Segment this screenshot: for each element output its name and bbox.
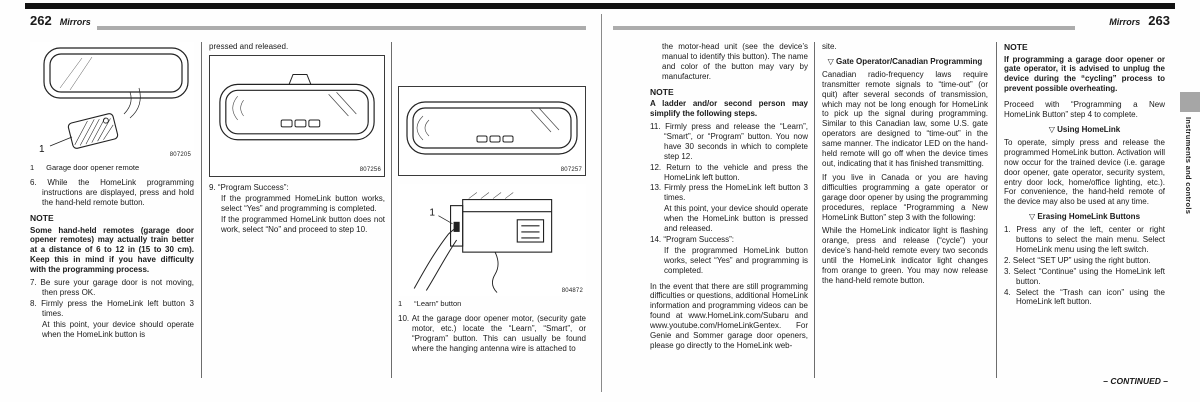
note-heading: NOTE <box>30 213 54 224</box>
page-number-right: 263 <box>1148 13 1170 28</box>
page-gutter-rule <box>601 14 602 392</box>
header-rule-right <box>613 26 1075 30</box>
right-column-1: the motor-head unit (see the device’s ma… <box>650 42 808 352</box>
chapter-tab-marker <box>1180 92 1200 112</box>
paragraph: Proceed with “Programming a New HomeLink… <box>1004 100 1165 120</box>
carryover-text: the motor-head unit (see the device’s ma… <box>662 42 808 81</box>
paragraph: If you live in Canada or you are having … <box>822 172 988 222</box>
chapter-tab-label: Instruments and controls <box>1184 117 1193 215</box>
page-header-left: 262 Mirrors <box>30 13 91 28</box>
left-column-3: 807257 <box>398 42 586 355</box>
column-rule <box>201 42 202 378</box>
step-8-continuation: At this point, your device should operat… <box>42 319 194 339</box>
figure-opener-motor: 1 804872 <box>398 184 586 296</box>
mirror-wide-drawing <box>406 101 578 155</box>
step-13-continuation: At this point, your device should operat… <box>664 204 808 234</box>
step-14-continuation: If the programmed HomeLink button works,… <box>664 245 808 275</box>
figure-code: 807256 <box>359 167 381 174</box>
figure-garage-remote: 1 807205 <box>30 42 194 160</box>
heading-erasing-homelink: ▽ Erasing HomeLink Buttons <box>1028 212 1141 222</box>
header-rule-left <box>97 26 586 30</box>
step-7: 7. Be sure your garage door is not movin… <box>30 278 194 297</box>
mirror-drawing <box>219 73 375 141</box>
left-column-2: pressed and released. <box>209 42 385 235</box>
column-rule <box>996 42 997 378</box>
erase-step-1: 1. Press any of the left, center or righ… <box>1004 225 1165 254</box>
figure-callout-1: 1 <box>429 208 435 219</box>
figure-callout-1: 1 <box>39 144 45 155</box>
note-text: A ladder and/or second person may simpli… <box>650 99 808 119</box>
paragraph: To operate, simply press and release the… <box>1004 137 1165 207</box>
step-10: 10. At the garage door opener motor, (se… <box>398 314 586 354</box>
note-text: Some hand-held remotes (garage door open… <box>30 225 194 275</box>
note-heading: NOTE <box>650 86 674 97</box>
step-9: 9. “Program Success”: <box>209 182 289 192</box>
erase-step-4: 4. Select the “Trash can icon” using the… <box>1004 287 1165 307</box>
figure-code: 807257 <box>560 166 582 173</box>
step-9-continuation: If the programmed HomeLink button works,… <box>221 193 385 213</box>
page-number-left: 262 <box>30 13 52 28</box>
step-13: 13. Firmly press the HomeLink left butto… <box>650 183 808 203</box>
figure-code: 807205 <box>169 151 191 158</box>
page-header-right: Mirrors 263 <box>1109 13 1170 28</box>
section-title-left: Mirrors <box>59 17 91 27</box>
carryover-text: pressed and released. <box>209 42 289 51</box>
step-14: 14. “Program Success”: <box>650 234 735 244</box>
opener-motor-drawing: 1 <box>413 192 553 293</box>
column-rule <box>391 42 392 378</box>
step-11: 11. Firmly press and release the “Learn”… <box>650 121 808 161</box>
section-title-right: Mirrors <box>1109 17 1141 27</box>
right-column-3: NOTE If programming a garage door opener… <box>1004 42 1165 308</box>
continued-marker: – CONTINUED – <box>1103 376 1168 386</box>
erase-step-3: 3. Select “Continue” using the HomeLink … <box>1004 266 1165 286</box>
step-8: 8. Firmly press the HomeLink left button… <box>30 298 194 318</box>
paragraph: Canadian radio-frequency laws require tr… <box>822 69 988 168</box>
figure-mirror-wide: 807257 <box>398 86 586 176</box>
column-rule <box>814 42 815 378</box>
right-column-2: site. ▽ Gate Operator/Canadian Programmi… <box>822 42 988 290</box>
note-text: If programming a garage door opener or g… <box>1004 54 1165 94</box>
note-heading: NOTE <box>1004 42 1028 52</box>
step-6: 6. While the HomeLink programming instru… <box>30 178 194 208</box>
heading-gate-operator: ▽ Gate Operator/Canadian Programming <box>827 56 983 66</box>
figure-code: 804872 <box>561 287 583 294</box>
step-9-continuation: If the programmed HomeLink button does n… <box>221 214 385 234</box>
page-top-edge-bar <box>25 3 1175 9</box>
carryover-text: site. <box>822 42 837 51</box>
paragraph: In the event that there are still progra… <box>650 281 808 350</box>
heading-using-homelink: ▽ Using HomeLink <box>1048 124 1121 134</box>
step-12: 12. Return to the vehicle and press the … <box>650 162 808 182</box>
paragraph: While the HomeLink indicator light is fl… <box>822 226 988 285</box>
figure-mirror-buttons: 807256 <box>209 54 385 177</box>
figure-caption: 1“Learn” button <box>398 299 462 308</box>
erase-step-2: 2. Select “SET UP” using the right butto… <box>1004 255 1151 265</box>
garage-remote-drawing: 1 <box>39 47 189 155</box>
